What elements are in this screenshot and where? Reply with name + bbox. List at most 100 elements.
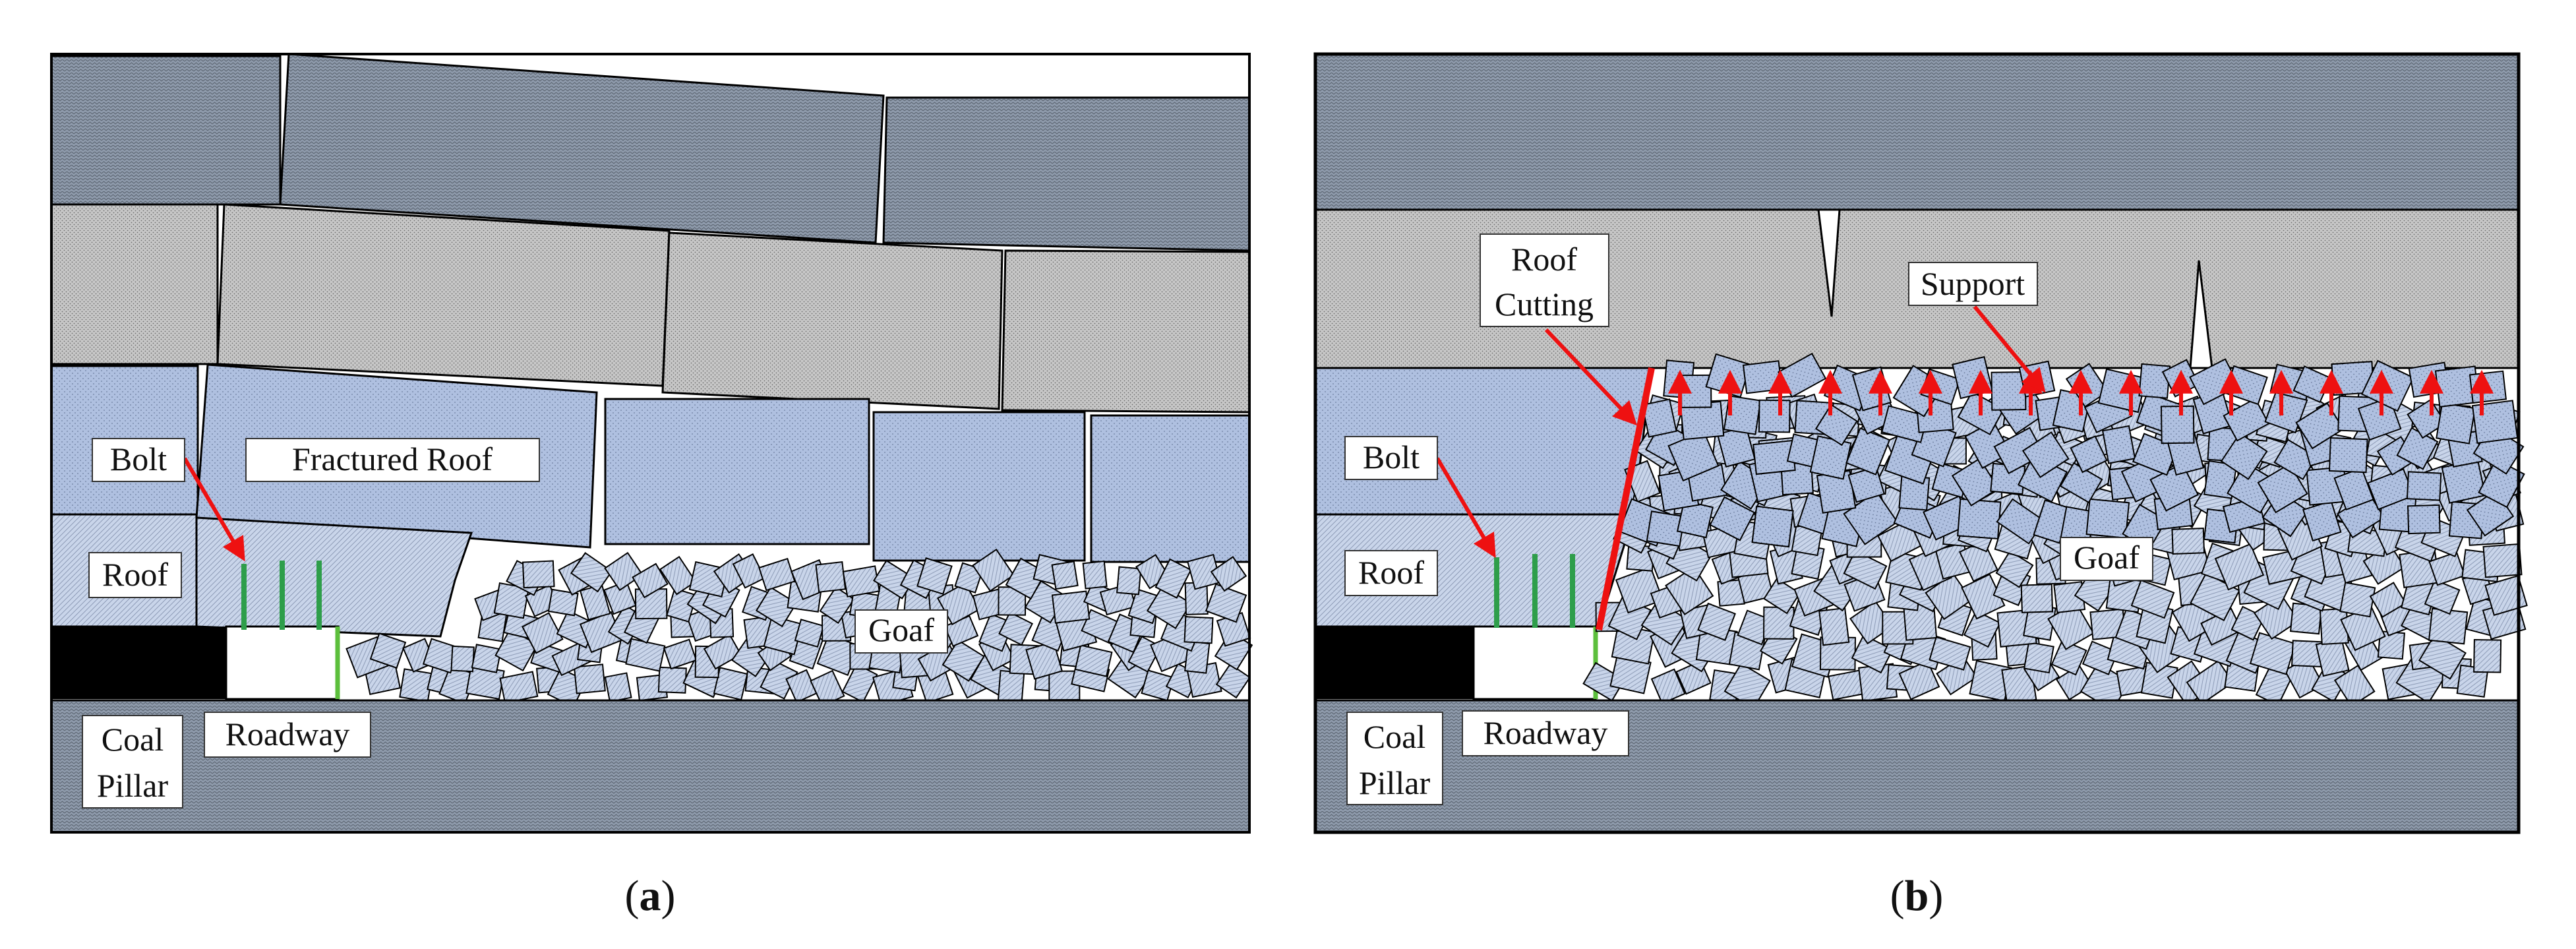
rubble-fragment: [2328, 437, 2368, 474]
label-fractured-roof: Fractured Roof: [245, 438, 540, 482]
strata-block: [882, 96, 1251, 252]
bolt-arrow: [1435, 457, 1496, 559]
rubble-fragment: [1763, 578, 1801, 615]
rubble-fragment: [2186, 659, 2234, 705]
label-roadway: Roadway: [1462, 710, 1629, 756]
rubble-fragment: [2424, 579, 2461, 615]
panel-frame: [1313, 52, 2521, 834]
rubble-fragment: [1582, 661, 1625, 702]
roof-block: [195, 516, 473, 638]
label-roof-cutting: Roof Cutting: [1480, 233, 1609, 327]
rubble-fragment: [522, 612, 564, 654]
rubble-fragment: [815, 561, 847, 593]
label-goaf-text: Goaf: [2074, 539, 2140, 576]
rubble-fragment: [1809, 435, 1852, 480]
rubble-fragment: [942, 639, 985, 682]
rubble-fragment: [1154, 558, 1192, 599]
label-roof-cutting-line2: Cutting: [1495, 286, 1594, 322]
rubble-fragment: [2022, 431, 2070, 479]
rubble-fragment: [2130, 579, 2175, 619]
rubble-fragment: [2436, 402, 2476, 444]
rubble-fragment: [2070, 435, 2108, 474]
roof-cutting-arrow: [1544, 328, 1637, 426]
label-roof: Roof: [88, 552, 182, 598]
rubble-fragment: [755, 586, 798, 628]
rubble-fragment: [1845, 427, 1891, 475]
rubble-fragment: [1957, 498, 2002, 540]
rubble-fragment: [1650, 668, 1686, 704]
strata-block: [604, 398, 870, 545]
rubble-fragment: [2101, 425, 2136, 464]
panel-a: Bolt Fractured Roof Roof Goaf Coal Pilla…: [50, 53, 1253, 920]
rubble-fragment: [1847, 466, 1885, 503]
rubble-fragment: [1665, 566, 1714, 616]
rubble-fragment: [703, 633, 742, 670]
label-support: Support: [1908, 262, 2038, 306]
rubble-fragment: [2138, 363, 2171, 399]
roof-crack: [1817, 208, 1841, 317]
rubble-fragment: [2273, 439, 2318, 481]
rubble-fragment: [972, 548, 1015, 592]
rubble-fragment: [2428, 551, 2466, 586]
rubble-fragment: [657, 666, 687, 694]
goaf-rubble: [1582, 352, 2528, 712]
rubble-fragment: [2055, 664, 2093, 701]
rubble-fragment: [1828, 669, 1865, 701]
rubble-fragment: [2059, 462, 2103, 504]
rubble-fragment: [794, 619, 825, 648]
label-roof-text: Roof: [102, 556, 168, 593]
rubble-fragment: [2082, 640, 2119, 675]
rubble-fragment: [573, 663, 606, 694]
strata-block: [1001, 249, 1251, 413]
bolt-arrow: [183, 457, 245, 562]
rubble-fragment: [1995, 550, 2034, 588]
rubble-fragment: [1843, 549, 1888, 590]
rubble-fragment: [1963, 610, 2001, 648]
roadway-opening: [1472, 625, 1597, 700]
rubble-fragment: [713, 667, 748, 701]
rubble-fragment: [1763, 606, 1795, 640]
rubble-fragment: [2441, 459, 2486, 504]
strata-block: [50, 203, 219, 365]
rubble-fragment: [997, 669, 1025, 705]
label-roof-cutting-line1: Roof: [1511, 241, 1577, 278]
label-goaf-text: Goaf: [868, 611, 934, 648]
rubble-fragment: [2469, 370, 2507, 404]
rubble-fragment: [471, 644, 502, 673]
label-bolt-text: Bolt: [1363, 439, 1420, 475]
rubble-fragment: [1215, 663, 1251, 699]
label-roadway-text: Roadway: [225, 716, 350, 752]
rubble-fragment: [2484, 574, 2528, 617]
rubble-fragment: [1723, 395, 1762, 435]
rubble-fragment: [1814, 404, 1858, 446]
rubble-fragment: [570, 552, 613, 593]
rubble-fragment: [1210, 556, 1247, 592]
rubble-fragment: [369, 632, 407, 669]
rubble-fragment: [2406, 471, 2442, 501]
rubble-fragment: [2214, 543, 2265, 591]
rubble-fragment: [2407, 398, 2447, 439]
rubble-fragment: [1709, 496, 1756, 541]
label-bolt: Bolt: [92, 438, 185, 482]
label-roof-text: Roof: [1358, 554, 1424, 591]
rubble-fragment: [604, 672, 632, 703]
rubble-fragment: [2369, 582, 2407, 618]
label-roadway-text: Roadway: [1483, 714, 1608, 751]
rubble-fragment: [399, 668, 433, 703]
support-arrows: [1668, 369, 2494, 415]
rubble-fragment: [604, 551, 644, 592]
rubble-fragment: [2471, 400, 2519, 444]
rubble-fragment: [499, 671, 539, 704]
goaf-rubble: [345, 548, 1253, 708]
rubble-fragment: [1615, 566, 1664, 614]
rubble-fragment: [603, 580, 637, 615]
rubble-fragment: [1697, 602, 1736, 641]
rubble-fragment: [1742, 360, 1783, 394]
rubble-fragment: [522, 560, 555, 589]
label-roadway: Roadway: [204, 712, 371, 758]
rubble-fragment: [1851, 634, 1894, 674]
rubble-fragment: [1183, 616, 1214, 644]
label-roof: Roof: [1344, 550, 1438, 596]
rubble-fragment: [916, 557, 953, 596]
strata-block: [50, 55, 282, 206]
